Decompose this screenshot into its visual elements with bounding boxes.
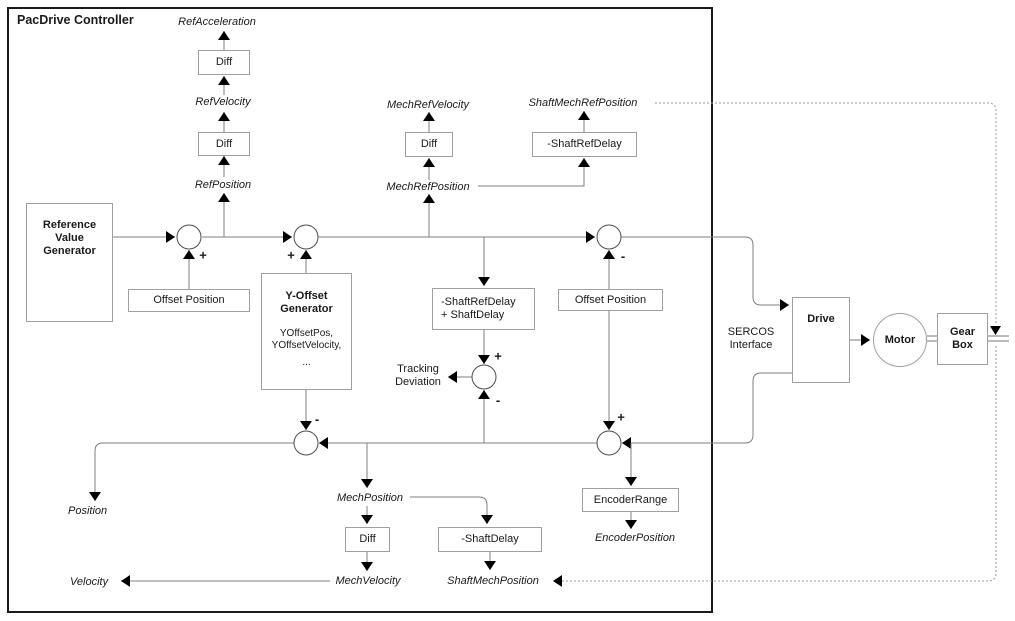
- gear-line2: Box: [952, 339, 973, 351]
- wire-mechposition-to-shaftdelay: [410, 496, 493, 524]
- label-mechrefvelocity: MechRefVelocity: [386, 99, 470, 111]
- shaft-ref-delay-plus-shaft-delay-block: -ShaftRefDelay + ShaftDelay: [432, 288, 535, 330]
- sercos-line2: Interface: [729, 339, 773, 351]
- offset-position-block-left: Offset Position: [128, 289, 250, 312]
- summing-junctions: [176, 224, 622, 456]
- motor-block: Motor: [873, 313, 927, 367]
- rvg-line3: Generator: [43, 245, 96, 257]
- rvg-line2: Value: [55, 232, 84, 244]
- junction-offset-add: [176, 224, 202, 250]
- wire-j6-to-position: [89, 442, 294, 501]
- label-velocity: Velocity: [70, 576, 109, 588]
- shaft-delay-block: -ShaftDelay: [438, 527, 542, 552]
- wire-shaft-to-shaftmechposition: [553, 346, 997, 587]
- junction-offset-subtract: [596, 224, 622, 250]
- label-position: Position: [68, 505, 108, 517]
- junction-tracking-deviation: [471, 364, 497, 390]
- encoder-range-block: EncoderRange: [582, 488, 679, 512]
- delay-sum-line2: + ShaftDelay: [441, 309, 505, 321]
- wire-mechrefposition-to-shaftrefdelay: [478, 158, 590, 187]
- reference-value-generator-block: Reference Value Generator: [26, 203, 113, 322]
- sign-j5-plus: +: [617, 409, 625, 425]
- yog-title2: Generator: [280, 303, 333, 315]
- sign-j4-minus: -: [495, 392, 501, 408]
- delay-sum-line1: -ShaftRefDelay: [441, 296, 516, 308]
- tracking-line1: Tracking: [397, 363, 439, 375]
- diff-block-mechposition: Diff: [345, 527, 390, 552]
- sign-j4-plus: +: [494, 348, 502, 364]
- label-refposition: RefPosition: [194, 179, 252, 191]
- diff-block-refvelocity: Diff: [198, 50, 250, 75]
- yog-param2: YOffsetVelocity,: [271, 340, 342, 351]
- sign-j3-minus: -: [620, 248, 626, 264]
- tracking-line2: Deviation: [395, 376, 441, 388]
- wire-drive-to-j5: [622, 372, 792, 449]
- yog-param-ellipsis: ...: [302, 357, 311, 368]
- wire-shaftmechrefposition-to-shaft: [655, 102, 997, 325]
- diff-block-mechrefposition: Diff: [405, 132, 453, 157]
- sercos-line1: SERCOS: [727, 326, 775, 338]
- sign-j2-plus: +: [287, 247, 295, 263]
- label-sercos-interface: SERCOS Interface: [728, 326, 774, 352]
- label-shaftmechrefposition: ShaftMechRefPosition: [528, 97, 638, 109]
- drive-block: Drive: [792, 297, 850, 383]
- shaft-ref-delay-block: -ShaftRefDelay: [532, 132, 637, 157]
- label-mechvelocity: MechVelocity: [335, 575, 401, 587]
- sign-j6-minus: -: [314, 411, 320, 427]
- label-mechrefposition: MechRefPosition: [386, 181, 470, 193]
- label-shaftmechposition: ShaftMechPosition: [447, 575, 539, 587]
- offset-position-block-right: Offset Position: [558, 289, 663, 311]
- wire-j3-to-drive: [621, 236, 789, 311]
- label-refacceleration: RefAcceleration: [178, 16, 256, 28]
- wires: [89, 31, 870, 587]
- dotted-wires: [553, 102, 997, 587]
- diff-block-refposition: Diff: [198, 132, 250, 156]
- shaft-down-arrow: [990, 326, 1001, 335]
- label-refvelocity: RefVelocity: [195, 96, 251, 108]
- y-offset-generator-block: Y-Offset Generator YOffsetPos, YOffsetVe…: [261, 273, 352, 390]
- label-tracking-deviation: Tracking Deviation: [395, 363, 441, 389]
- yog-title1: Y-Offset: [285, 290, 328, 302]
- controller-boundary: [7, 7, 713, 613]
- label-encoderposition: EncoderPosition: [594, 532, 676, 544]
- yog-params: YOffsetPos, YOffsetVelocity, ...: [272, 328, 342, 369]
- diagram-title: PacDrive Controller: [17, 13, 134, 27]
- gear-line1: Gear: [949, 326, 976, 338]
- yog-param1: YOffsetPos,: [279, 328, 334, 339]
- sign-j1-plus: +: [199, 247, 207, 263]
- rvg-line1: Reference: [42, 219, 97, 231]
- shaft-lines: [927, 335, 1009, 342]
- junction-encoder-offset-add: [596, 430, 622, 456]
- label-mechposition: MechPosition: [336, 492, 404, 504]
- junction-yoffset-subtract: [293, 430, 319, 456]
- gear-box-block: Gear Box: [937, 313, 988, 365]
- junction-yoffset-add: [293, 224, 319, 250]
